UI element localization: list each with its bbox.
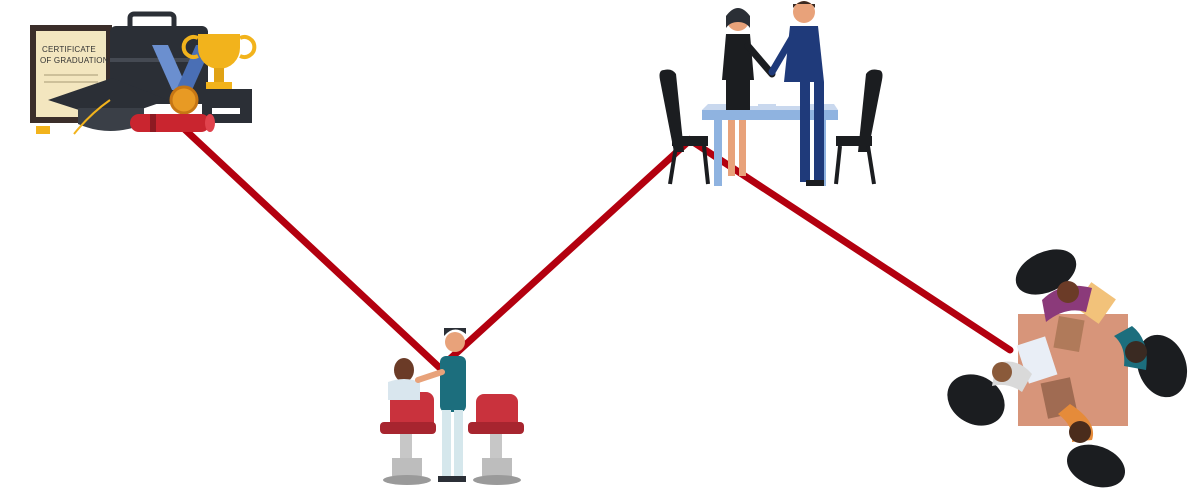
- barber-chair-right: [468, 394, 524, 485]
- chair-left: [659, 69, 710, 185]
- business-handshake-illustration: [659, 1, 883, 186]
- person-top: [1042, 281, 1092, 322]
- meeting-chair-top: [1015, 249, 1077, 295]
- person-bottom: [1058, 404, 1094, 443]
- barber-job-illustration: [380, 328, 524, 485]
- meeting-chair-right: [1136, 334, 1188, 398]
- career-path-line: [176, 121, 1014, 373]
- businesswoman-figure: [722, 8, 776, 176]
- diploma-scroll-icon: [130, 114, 215, 132]
- team-meeting-illustration: [947, 249, 1188, 488]
- person-right: [1114, 326, 1147, 370]
- meeting-chair-bottom: [1066, 444, 1126, 488]
- businessman-figure: [768, 1, 824, 186]
- person-left: [992, 361, 1032, 392]
- certificate-subtitle: OF GRADUATION: [40, 56, 109, 65]
- chair-right: [834, 69, 883, 185]
- graduation-cap-icon: [36, 78, 168, 135]
- customer-figure: [388, 358, 420, 400]
- education-achievements-illustration: CERTIFICATE OF GRADUATION: [30, 11, 257, 135]
- meeting-chair-left: [947, 374, 1005, 426]
- barber-chair-left: [380, 392, 436, 485]
- certificate-title: CERTIFICATE: [42, 45, 96, 54]
- barber-figure: [415, 328, 466, 482]
